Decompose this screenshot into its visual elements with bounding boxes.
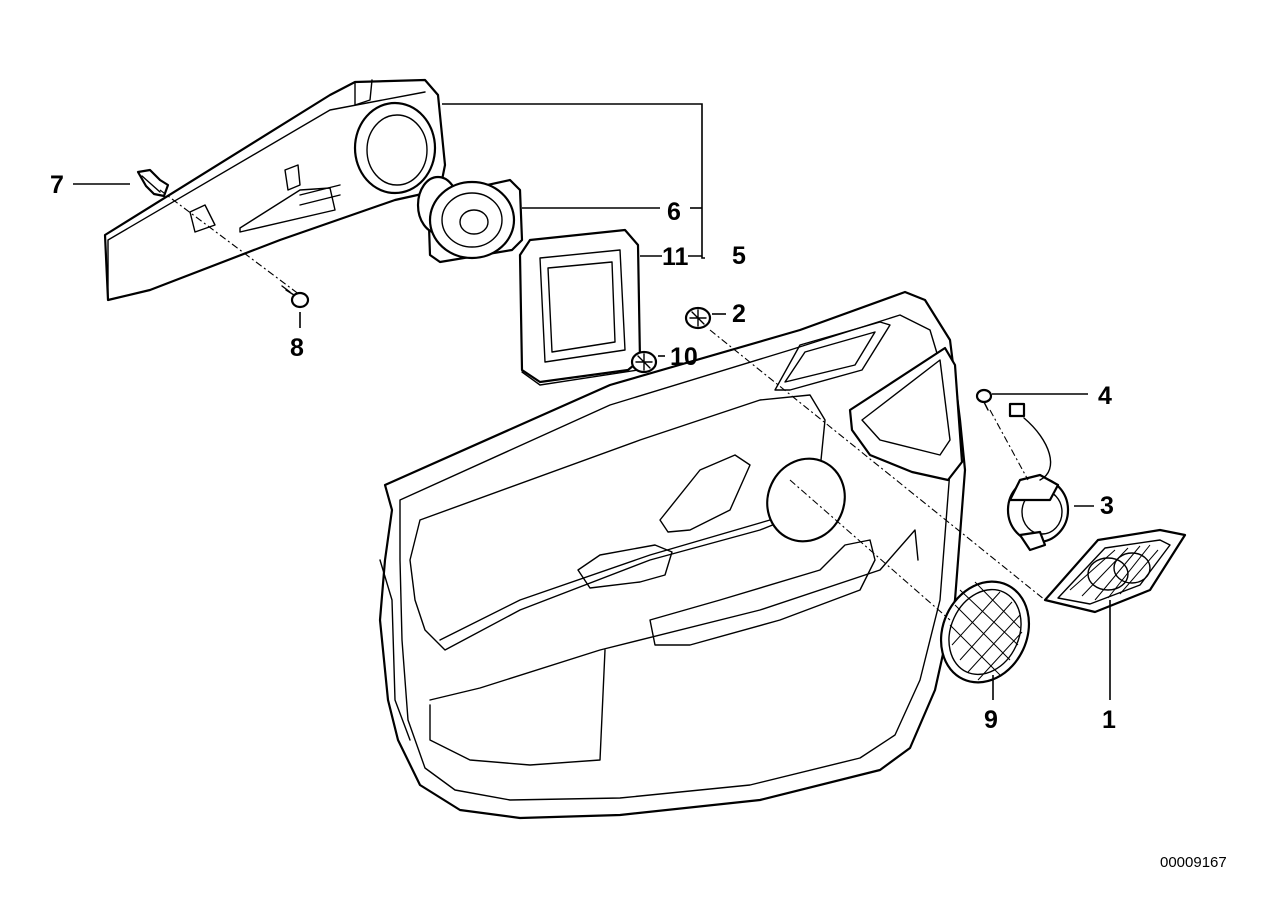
speaker-frame <box>518 228 642 386</box>
leader-lines <box>73 103 1111 700</box>
tweeter <box>1006 473 1070 552</box>
callout-1: 1 <box>1102 706 1116 734</box>
callout-4: 4 <box>1098 382 1112 410</box>
callout-2: 2 <box>732 300 746 328</box>
callout-5: 5 <box>732 242 746 270</box>
callout-7: 7 <box>50 171 64 199</box>
callout-3: 3 <box>1100 492 1114 520</box>
clip-10 <box>630 350 658 374</box>
clip-part <box>136 168 170 198</box>
callout-11: 11 <box>662 243 689 271</box>
callout-8: 8 <box>290 334 304 362</box>
door-panel <box>378 290 967 820</box>
clip-2 <box>684 306 712 330</box>
connector-4 <box>975 388 1052 481</box>
callout-6: 6 <box>667 198 681 226</box>
screw-part <box>281 285 310 309</box>
callout-9: 9 <box>984 706 998 734</box>
loudspeaker <box>416 175 524 264</box>
callout-10: 10 <box>670 343 698 371</box>
document-number: 00009167 <box>1160 854 1227 871</box>
speaker-housing <box>103 78 447 302</box>
tweeter-grille <box>1043 528 1187 614</box>
round-grille <box>939 580 1031 684</box>
